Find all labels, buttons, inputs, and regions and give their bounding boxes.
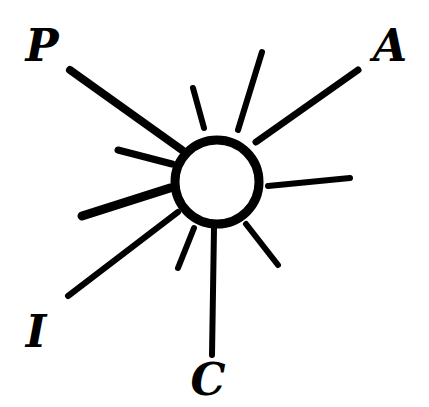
short-ray (193, 88, 204, 128)
long-ray (68, 212, 178, 296)
long-ray (212, 228, 214, 355)
short-ray (178, 228, 194, 268)
short-ray (238, 52, 262, 130)
short-ray (268, 178, 350, 186)
axis-letter: A (373, 24, 407, 68)
axis-letter: C (190, 358, 225, 402)
long-ray (256, 70, 358, 142)
short-ray (246, 224, 278, 265)
rays (68, 52, 358, 355)
short-ray (118, 150, 172, 164)
axis-letter: I (26, 310, 47, 354)
axis-letter: P (25, 24, 58, 68)
short-ray (82, 188, 170, 216)
long-ray (70, 70, 182, 150)
sun-disc (175, 140, 259, 224)
